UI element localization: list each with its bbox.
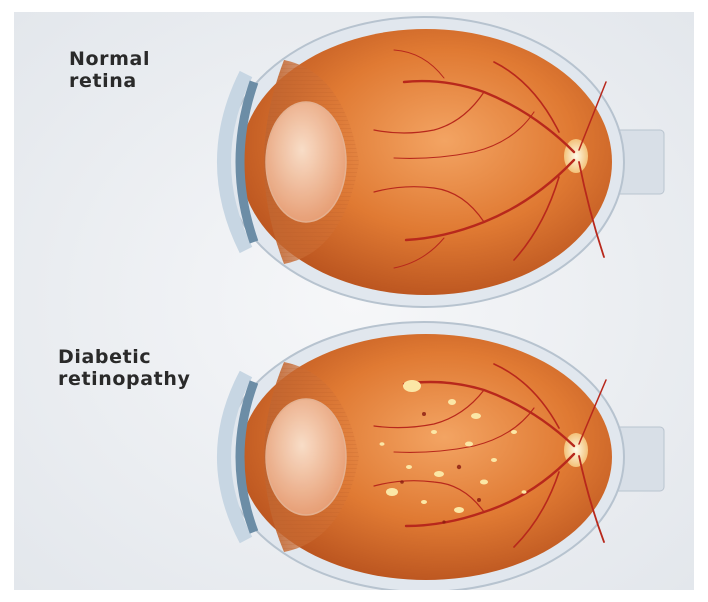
lens [266,399,346,515]
lens [266,102,346,222]
label-normal-retina: Normal retina [69,48,150,92]
label-diabetic-line1: Diabetic [58,346,190,368]
illustration-panel: Normal retina Diabetic retinopathy [14,12,694,590]
label-normal-line2: retina [69,70,150,92]
eye-cross-sections [14,12,694,590]
label-normal-line1: Normal [69,48,150,70]
label-diabetic-line2: retinopathy [58,368,190,390]
label-diabetic-retinopathy: Diabetic retinopathy [58,346,190,390]
